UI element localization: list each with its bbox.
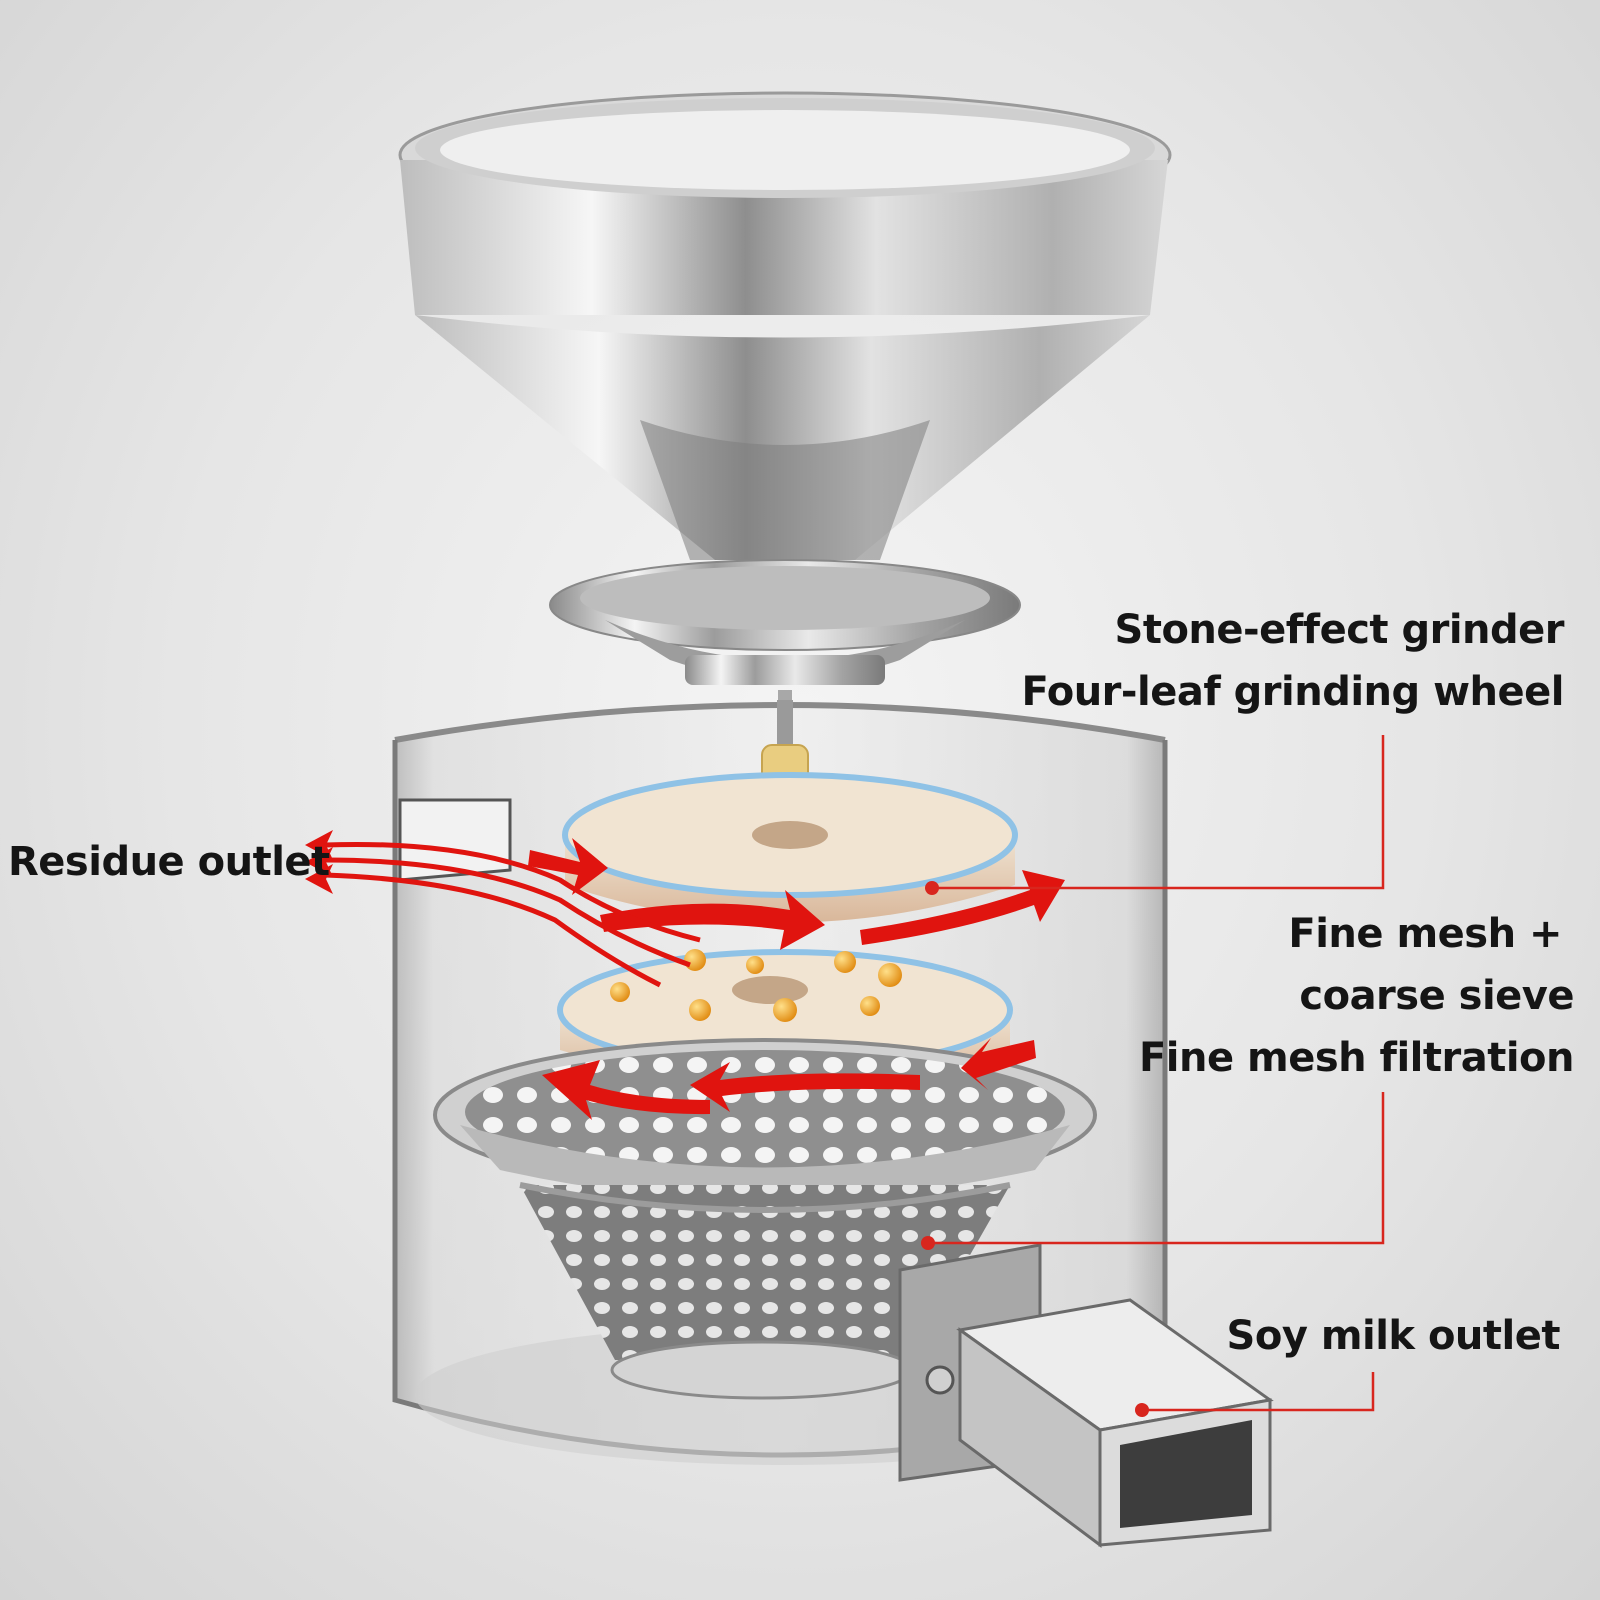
filter-basket	[433, 1038, 1097, 1400]
label-coarse-sieve: coarse sieve	[1299, 973, 1574, 1019]
flow-arrows	[528, 838, 1065, 1120]
label-residue-outlet: Residue outlet	[8, 839, 330, 885]
label-fine-mesh-filtration: Fine mesh filtration	[1138, 1035, 1575, 1081]
leader-dots	[921, 881, 1149, 1417]
label-fine-mesh-plus: Fine mesh +	[1288, 911, 1562, 957]
label-soy-milk-outlet: Soy milk outlet	[1226, 1313, 1561, 1359]
label-stone-effect-grinder: Stone-effect grinder	[1114, 607, 1565, 653]
hopper-funnel	[398, 91, 1172, 560]
soy-milk-spout	[898, 1243, 1274, 1548]
residue-arrowheads	[305, 830, 333, 894]
residue-flow-lines	[324, 841, 701, 988]
label-four-leaf-grinding-wheel: Four-leaf grinding wheel	[1021, 669, 1565, 715]
leader-lines	[930, 735, 1385, 1412]
soybeans	[610, 949, 902, 1022]
